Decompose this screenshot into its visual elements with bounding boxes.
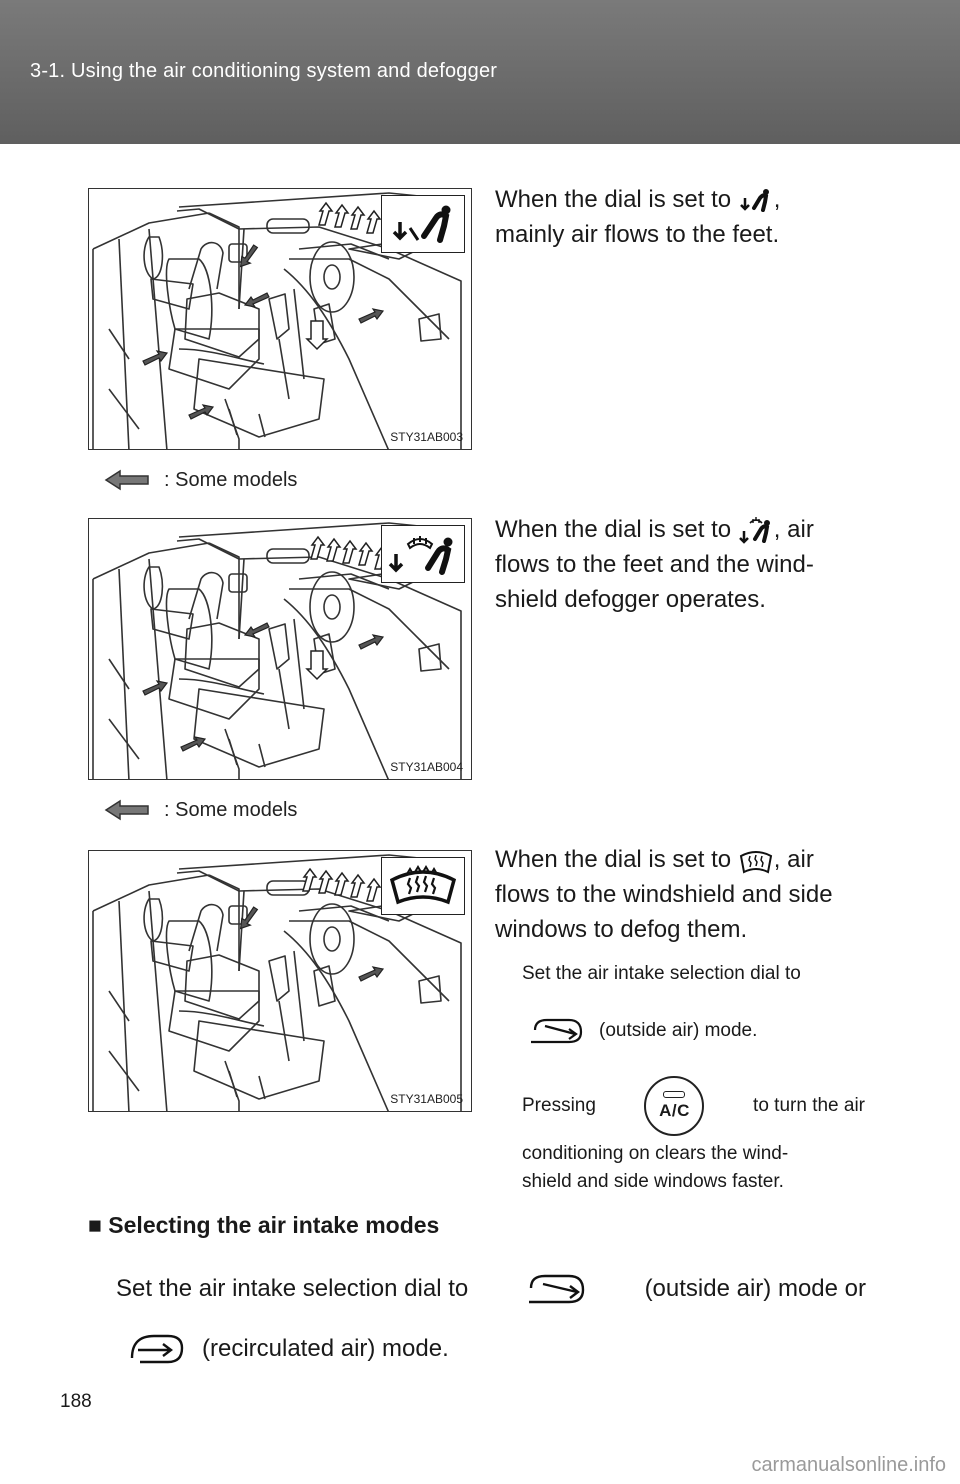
note-some-models: : Some models [104,798,297,822]
figure-code: STY31AB003 [390,430,463,444]
feet-vent-icon [392,205,451,243]
paragraph-feet-mode: When the dial is set to , mainly air flo… [495,186,781,248]
note-some-models: : Some models [104,468,297,492]
feet-defrost-icon [388,536,453,575]
feet-defrost-icon [738,516,770,544]
tip-ac-continued: conditioning on clears the wind- shield … [522,1143,789,1192]
section-heading: ■ Selecting the air intake modes [88,1212,440,1238]
figure-code: STY31AB005 [390,1092,463,1106]
intake-modes-line-1: Set the air intake selection dial to (ou… [116,1268,866,1310]
outside-air-icon [529,1274,585,1304]
ac-button-label: A/C [659,1101,690,1120]
windshield-defrost-icon [389,865,457,905]
mode-indicator-feet [381,195,465,253]
tip-intake-mode: Set the air intake selection dial to [522,963,801,984]
figure-feet-airflow: STY31AB003 [88,188,472,450]
mode-indicator-windshield [381,857,465,915]
windshield-defrost-icon [739,850,772,874]
arrow-legend-icon [104,469,149,491]
tip-outside-air-line: (outside air) mode. [525,1012,757,1050]
ac-button[interactable]: A/C [644,1076,705,1136]
intake-modes-line-2: (recirculated air) mode. [124,1328,449,1370]
paragraph-feet-defrost-mode: When the dial is set to , air flows to t… [495,516,814,613]
figure-code: STY31AB004 [390,760,463,774]
tip-ac-line: Pressing A/C to turn the air [522,1076,865,1136]
mode-indicator-feet-defrost [381,525,465,583]
paragraph-windshield-mode: When the dial is set to , air flows to t… [495,846,833,943]
outside-air-icon [531,1018,583,1044]
arrow-legend-icon [104,799,149,821]
page-header: 3-1. Using the air conditioning system a… [0,0,960,144]
figure-feet-defrost-airflow: STY31AB004 [88,518,472,780]
recirculated-air-icon [130,1334,184,1364]
feet-vent-icon [739,188,769,212]
header-title: 3-1. Using the air conditioning system a… [30,60,498,82]
figure-windshield-airflow: STY31AB005 [88,850,472,1112]
page-number: 188 [60,1391,92,1412]
ac-indicator-light [663,1091,686,1098]
watermark: carmanualsonline.info [751,1454,946,1476]
